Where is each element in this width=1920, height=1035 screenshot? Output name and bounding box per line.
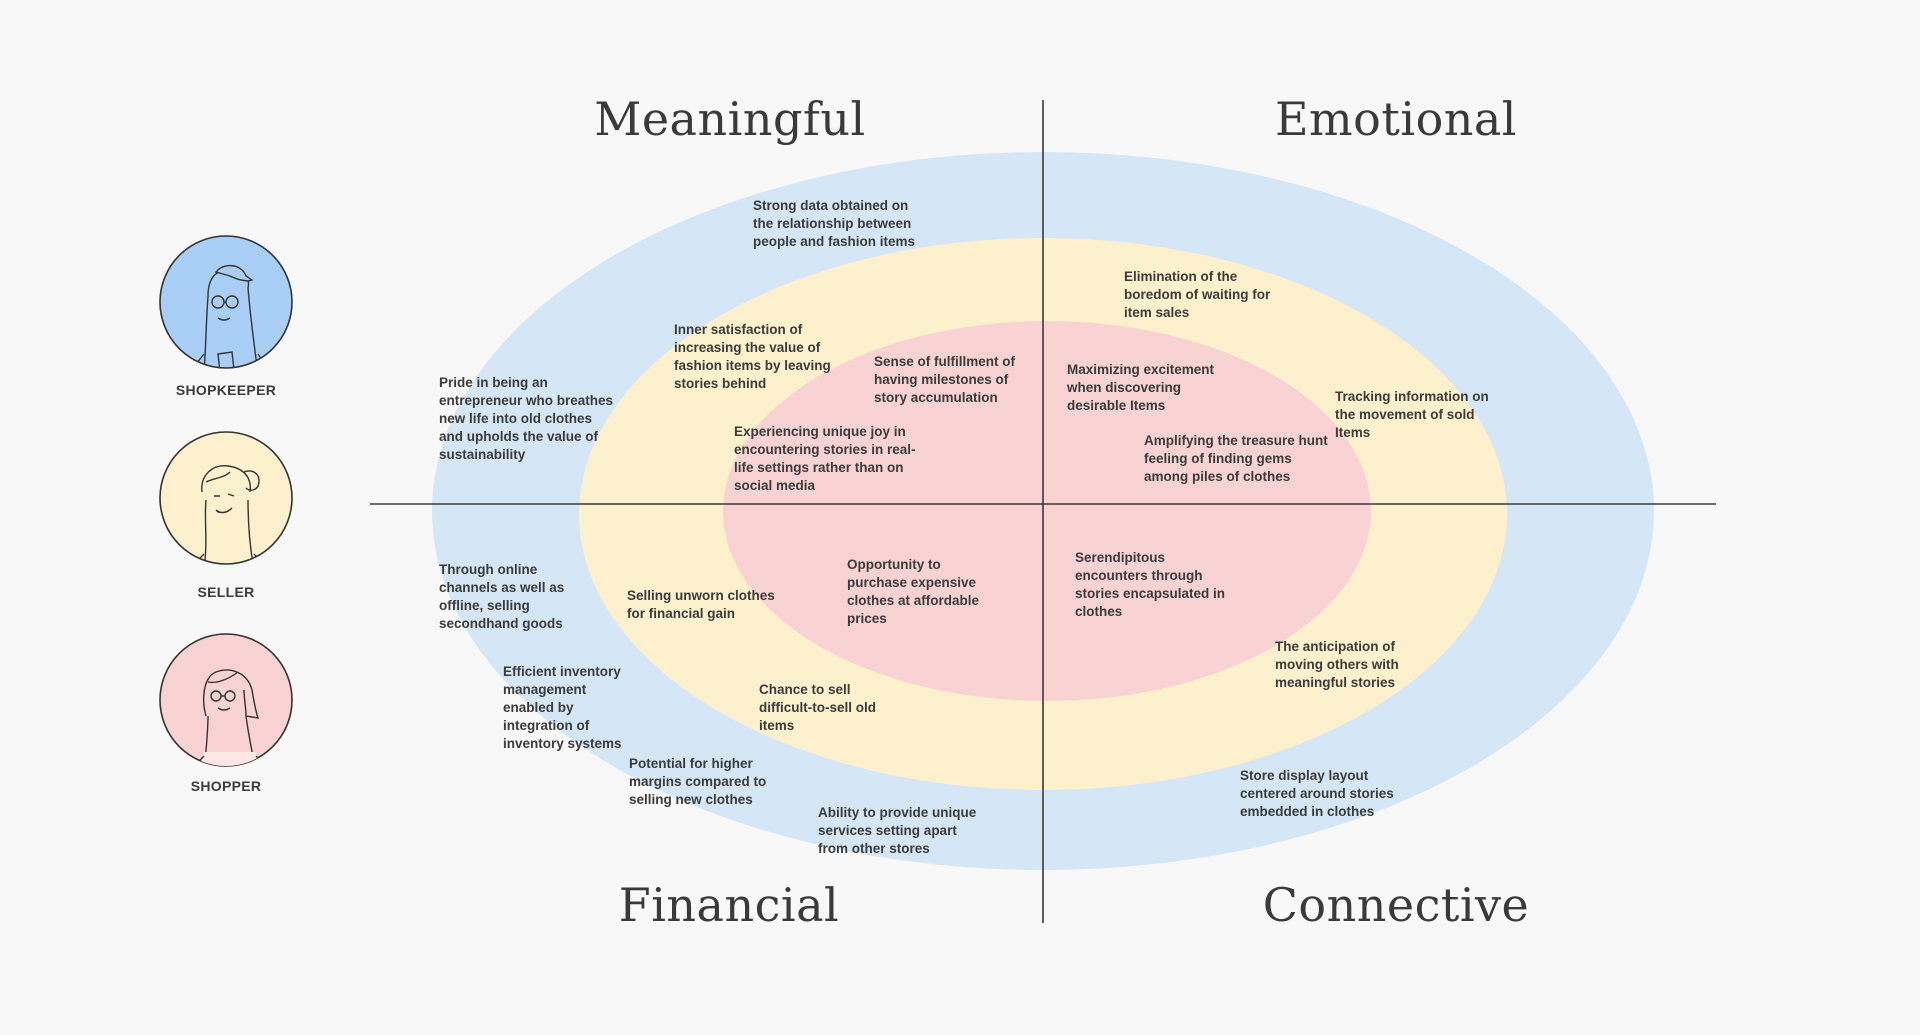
quadrant-title-emotional: Emotional xyxy=(1274,92,1518,146)
note-tracking: Tracking information on the movement of … xyxy=(1335,389,1489,440)
note-selling-unworn: Selling unworn clothes for financial gai… xyxy=(627,588,775,621)
inner-ring xyxy=(723,321,1371,701)
note-unique-joy: Experiencing unique joy in encountering … xyxy=(734,424,916,493)
seller-avatar-icon xyxy=(159,431,293,565)
note-strong-data: Strong data obtained on the relationship… xyxy=(753,198,916,249)
note-unique-services: Ability to provide unique services setti… xyxy=(818,805,977,856)
shopkeeper-avatar-icon xyxy=(159,235,293,369)
note-treasure-hunt: Amplifying the treasure hunt feeling of … xyxy=(1144,433,1328,484)
note-higher-margins: Potential for higher margins compared to… xyxy=(629,756,767,807)
persona-label-shopkeeper: SHOPKEEPER xyxy=(175,382,277,398)
note-store-display: Store display layout centered around sto… xyxy=(1240,768,1394,819)
note-online-channels: Through online channels as well as offli… xyxy=(439,562,565,631)
quadrant-title-connective: Connective xyxy=(1262,878,1530,932)
note-opportunity: Opportunity to purchase expensive clothe… xyxy=(847,557,980,626)
note-fulfillment: Sense of fulfillment of having milestone… xyxy=(874,354,1016,405)
quadrant-title-meaningful: Meaningful xyxy=(594,92,866,146)
note-inventory: Efficient inventory management enabled b… xyxy=(503,664,622,751)
quadrant-title-financial: Financial xyxy=(618,878,840,932)
note-difficult-to-sell: Chance to sell difficult-to-sell old ite… xyxy=(759,682,876,733)
note-pride: Pride in being an entrepreneur who breat… xyxy=(439,375,614,462)
note-excitement: Maximizing excitement when discovering d… xyxy=(1067,362,1215,413)
note-boredom: Elimination of the boredom of waiting fo… xyxy=(1124,269,1271,320)
note-inner-satisfaction: Inner satisfaction of increasing the val… xyxy=(674,322,831,391)
note-serendipitous: Serendipitous encounters through stories… xyxy=(1075,550,1226,619)
note-anticipation: The anticipation of moving others with m… xyxy=(1275,639,1399,690)
persona-label-shopper: SHOPPER xyxy=(190,778,262,794)
persona-label-seller: SELLER xyxy=(197,584,255,600)
shopper-avatar-icon xyxy=(159,633,293,767)
